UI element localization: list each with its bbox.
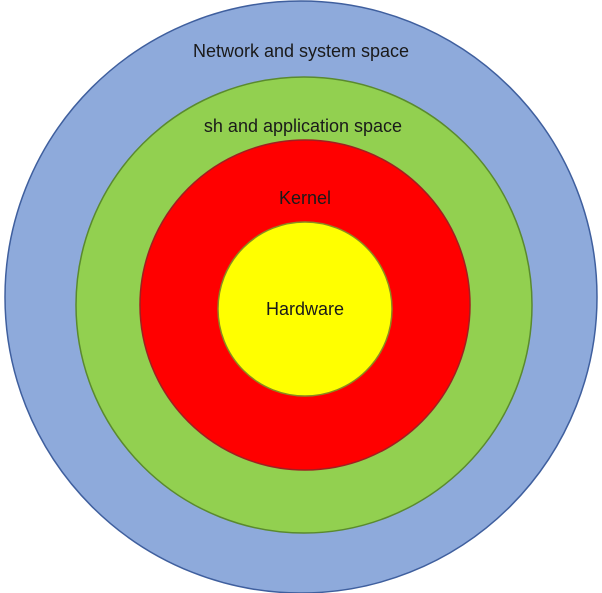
- kernel-label: Kernel: [279, 188, 331, 208]
- network-label: Network and system space: [193, 41, 409, 61]
- hardware-label: Hardware: [266, 299, 344, 319]
- hardware-core: [217, 221, 393, 397]
- application-label: sh and application space: [204, 116, 402, 136]
